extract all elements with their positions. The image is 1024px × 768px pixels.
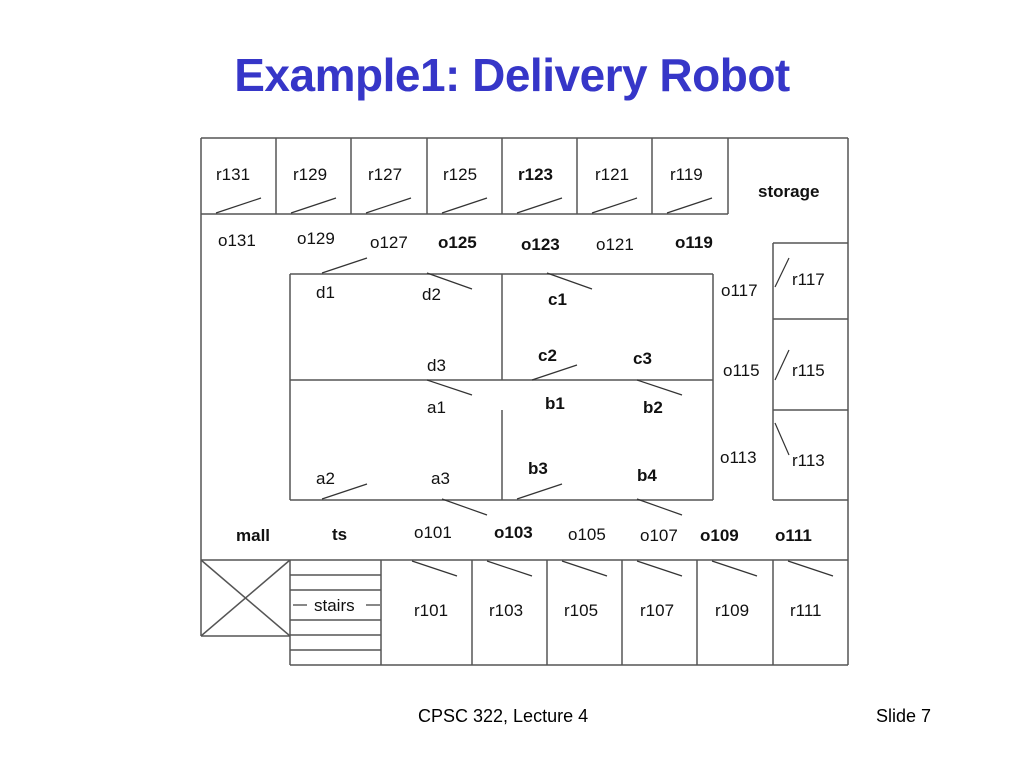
door <box>215 197 262 214</box>
door <box>441 498 488 516</box>
corridor-label: o119 <box>675 233 713 252</box>
lab-label: c2 <box>538 346 557 365</box>
door <box>426 272 473 290</box>
room-label: r109 <box>715 601 749 620</box>
door <box>516 197 563 214</box>
door <box>321 257 368 274</box>
door <box>591 197 638 214</box>
corridor-label: o123 <box>521 235 560 254</box>
door <box>774 257 790 288</box>
room-label: r127 <box>368 165 402 184</box>
room-label: r117 <box>792 270 825 289</box>
corridor-label: o105 <box>568 525 606 544</box>
room-label: r101 <box>414 601 448 620</box>
door <box>666 197 713 214</box>
door <box>787 560 834 577</box>
lab-label: c1 <box>548 290 567 309</box>
footer-course-label: CPSC 322, Lecture 4 <box>418 706 589 726</box>
corridor-label: o125 <box>438 233 477 252</box>
corridor-label: ts <box>332 525 347 544</box>
door <box>531 364 578 381</box>
stairs-label: stairs <box>314 596 355 615</box>
room-label: r113 <box>792 451 825 470</box>
door <box>561 560 608 577</box>
door <box>516 483 563 500</box>
corridor-label: o111 <box>775 526 812 545</box>
door <box>636 379 683 396</box>
lab-label: c3 <box>633 349 652 368</box>
door <box>774 422 790 456</box>
door <box>546 272 593 290</box>
elevator-cross <box>200 559 291 637</box>
doors <box>215 197 834 577</box>
corridor-label: o117 <box>721 281 758 300</box>
lab-label: a2 <box>316 469 335 488</box>
corridor-label: o127 <box>370 233 408 252</box>
corridor-label: o113 <box>720 448 757 467</box>
door <box>711 560 758 577</box>
slide-title: Example1: Delivery Robot <box>234 49 790 101</box>
corridor-label: o107 <box>640 526 678 545</box>
room-label: r121 <box>595 165 629 184</box>
corridor-label: o103 <box>494 523 533 542</box>
room-label: r105 <box>564 601 598 620</box>
lab-label: b2 <box>643 398 663 417</box>
labels: r131 r129 r127 r125 r123 r121 r119 stora… <box>216 165 825 620</box>
lab-label: d2 <box>422 285 441 304</box>
footer-slide-number: Slide 7 <box>876 706 932 726</box>
storage-label: storage <box>758 182 819 201</box>
lab-label: b4 <box>637 466 657 485</box>
lab-label: b1 <box>545 394 565 413</box>
door <box>636 498 683 516</box>
door <box>636 560 683 577</box>
room-label: r123 <box>518 165 553 184</box>
lab-label: d1 <box>316 283 335 302</box>
corridor-label: o109 <box>700 526 739 545</box>
room-label: r131 <box>216 165 250 184</box>
room-label: r115 <box>792 361 825 380</box>
room-label: r103 <box>489 601 523 620</box>
door <box>365 197 412 214</box>
corridor-label: o115 <box>723 361 760 380</box>
door <box>486 560 533 577</box>
lab-label: b3 <box>528 459 548 478</box>
door <box>290 197 337 214</box>
room-label: r107 <box>640 601 674 620</box>
lab-label: a3 <box>431 469 450 488</box>
door <box>321 483 368 500</box>
corridor-label: o129 <box>297 229 335 248</box>
corridor-label: o131 <box>218 231 256 250</box>
corridor-label: o121 <box>596 235 634 254</box>
room-label: r111 <box>790 601 822 620</box>
lab-label: a1 <box>427 398 446 417</box>
room-label: r125 <box>443 165 477 184</box>
door <box>774 349 790 381</box>
room-label: r129 <box>293 165 327 184</box>
door <box>426 379 473 396</box>
door <box>441 197 488 214</box>
room-label: r119 <box>670 165 703 184</box>
building-walls <box>200 137 849 666</box>
corridor-label: o101 <box>414 523 452 542</box>
lab-label: d3 <box>427 356 446 375</box>
corridor-label: mall <box>236 526 270 545</box>
door <box>411 560 458 577</box>
